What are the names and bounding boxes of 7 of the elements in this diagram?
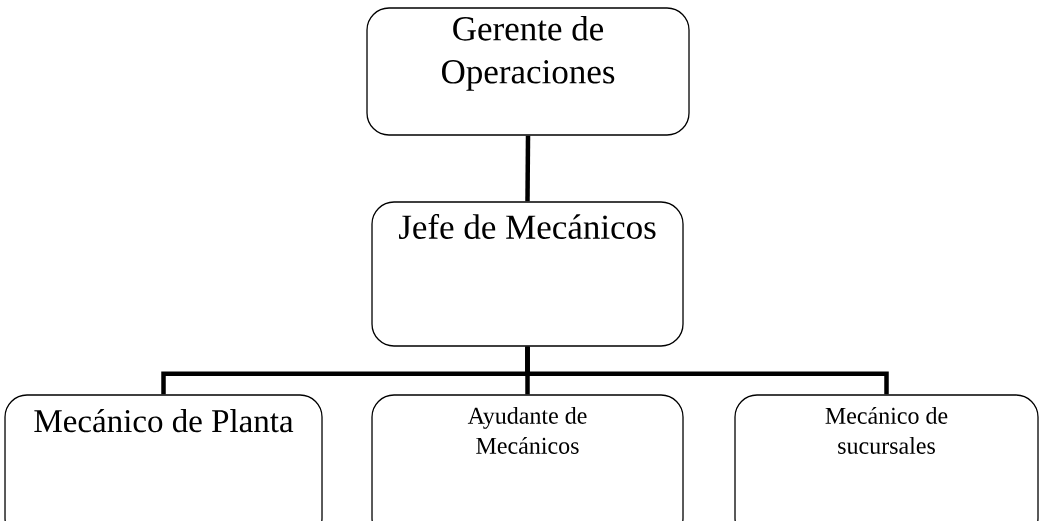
connector-line [525, 346, 889, 395]
org-box: Ayudante de Mecánicos [371, 394, 684, 521]
org-box: Jefe de Mecánicos [371, 201, 684, 347]
org-box: Mecánico de sucursales [734, 394, 1039, 521]
org-box: Mecánico de Planta [4, 394, 323, 521]
org-box: Gerente de Operaciones [366, 7, 690, 136]
connector-line [525, 135, 531, 202]
